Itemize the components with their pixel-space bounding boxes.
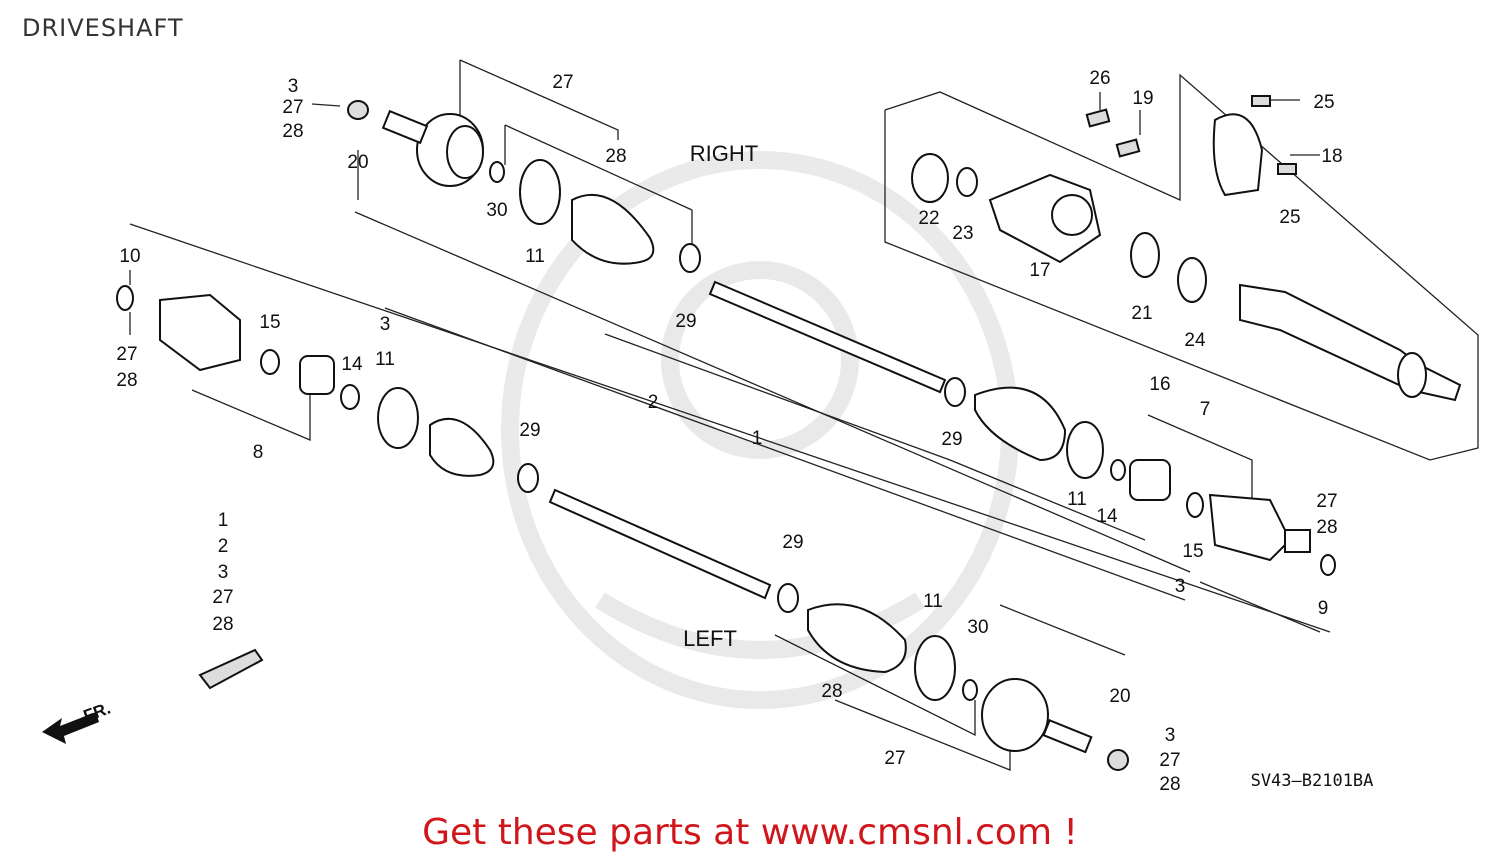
- front-arrow-icon: FR.: [42, 699, 113, 744]
- boot-left: [807, 603, 907, 674]
- spindle-nut-right: [347, 100, 369, 120]
- callout: 27: [1159, 750, 1180, 771]
- callout: 21: [1131, 303, 1152, 324]
- front-marker: FR.: [81, 699, 113, 726]
- callout: 27: [212, 587, 233, 608]
- parts-drawings: [116, 95, 1462, 771]
- callout: 11: [525, 246, 545, 267]
- callout: 28: [1316, 517, 1337, 538]
- callout: 22: [918, 208, 939, 229]
- callout: 2: [218, 536, 229, 557]
- section-label-left: LEFT: [683, 626, 737, 651]
- callout: 20: [347, 152, 368, 173]
- callout: 28: [116, 370, 137, 391]
- callout: 26: [1089, 68, 1110, 89]
- callout: 28: [282, 121, 303, 142]
- callout: 24: [1184, 330, 1206, 351]
- callout: 3: [380, 314, 391, 335]
- callout: 18: [1321, 146, 1342, 167]
- callout: 19: [1132, 88, 1153, 109]
- callout: 27: [552, 72, 573, 93]
- callout: 29: [782, 532, 803, 553]
- callout: 11: [375, 349, 395, 370]
- bearing-cap-18: [1212, 113, 1264, 197]
- callout: 25: [1313, 92, 1334, 113]
- callout: 28: [1159, 774, 1180, 795]
- callout: 3: [1175, 576, 1186, 597]
- callout: 15: [1182, 541, 1203, 562]
- callout: 30: [486, 200, 507, 221]
- callout: 28: [605, 146, 626, 167]
- callout: 14: [341, 354, 363, 375]
- callout: 9: [1318, 598, 1329, 619]
- callout: 25: [1279, 207, 1300, 228]
- boot-band-right: [519, 159, 561, 225]
- page-title: DRIVESHAFT: [22, 14, 184, 42]
- callout: 29: [941, 429, 962, 450]
- callout: 8: [253, 442, 264, 463]
- leader-lines: [129, 59, 1479, 771]
- callout: 11: [923, 591, 943, 612]
- halfshaft-left: [548, 488, 772, 600]
- callout: 27: [116, 344, 137, 365]
- callout: 14: [1096, 506, 1118, 527]
- callout: 27: [1316, 491, 1337, 512]
- outer-cv-joint-left: [981, 678, 1049, 752]
- halfshaft-right: [708, 280, 947, 394]
- callout: 11: [1067, 489, 1087, 510]
- callout: 1: [218, 510, 229, 531]
- callout: 28: [821, 681, 842, 702]
- cta-link[interactable]: Get these parts at www.cmsnl.com !: [422, 812, 1078, 853]
- inner-boot-left: [429, 417, 495, 477]
- callout: 3: [288, 76, 299, 97]
- callout: 28: [212, 614, 233, 635]
- callout: 16: [1149, 374, 1170, 395]
- tripod-joint-left: [299, 355, 335, 395]
- callout: 27: [884, 748, 905, 769]
- inner-boot-right: [974, 386, 1067, 462]
- callout-labels: 3 27 28 20 27 28 30 11 29 10 15 27 28 14…: [116, 68, 1373, 795]
- callout: 29: [519, 420, 540, 441]
- callout: 30: [967, 617, 988, 638]
- callout: 29: [675, 311, 696, 332]
- inner-cv-housing-left: [159, 293, 241, 372]
- callout: 27: [282, 97, 303, 118]
- boot-right: [571, 193, 655, 265]
- callout: 20: [1109, 686, 1130, 707]
- intermediate-shaft-16: [1239, 283, 1462, 402]
- callout: 3: [218, 562, 229, 583]
- bearing-21: [1130, 232, 1160, 278]
- callout: 7: [1200, 399, 1211, 420]
- drawing-code: SV43–B2101BA: [1251, 771, 1374, 791]
- callout: 2: [648, 392, 659, 413]
- callout: 1: [752, 428, 763, 449]
- callout: 10: [119, 246, 140, 267]
- callout: 23: [952, 223, 973, 244]
- spring-clip: [198, 648, 264, 690]
- dust-seal: [911, 153, 949, 203]
- spindle-nut-left: [1107, 749, 1129, 771]
- callout: 17: [1029, 260, 1050, 281]
- section-label-right: RIGHT: [690, 141, 758, 166]
- callout: 15: [259, 312, 280, 333]
- tripod-joint-right: [1129, 459, 1171, 501]
- callout: 3: [1165, 725, 1176, 746]
- inner-cv-housing-right: [1208, 493, 1292, 562]
